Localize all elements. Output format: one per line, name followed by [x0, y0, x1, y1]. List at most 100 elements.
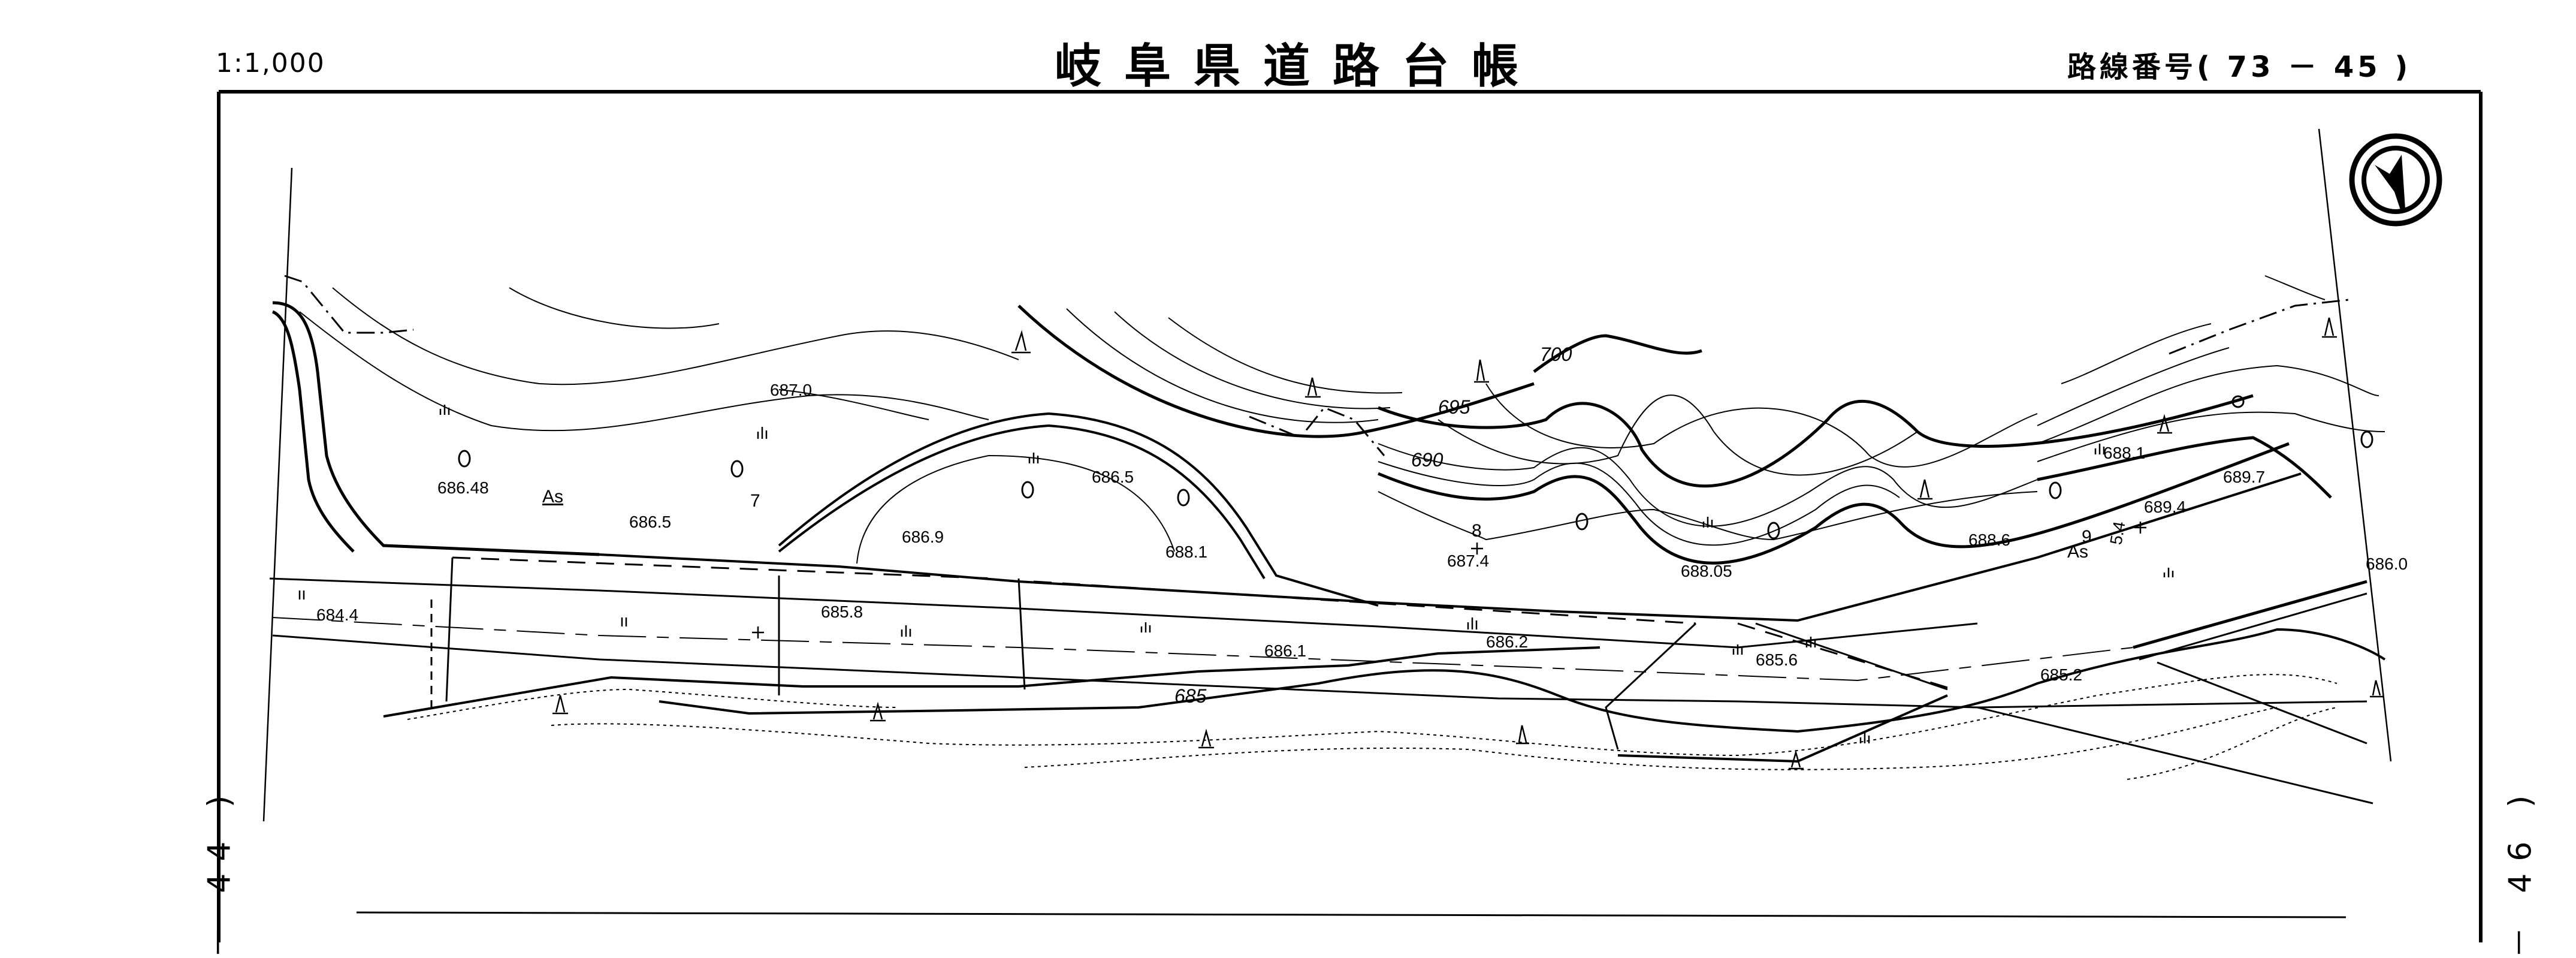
- utility-pole-icon: [730, 460, 744, 478]
- field-icon: [1702, 517, 1713, 528]
- utility-poles: [458, 395, 2373, 540]
- contour: [1066, 308, 1379, 423]
- contour-index-685: [659, 628, 2386, 733]
- contour-dotted: [551, 674, 2338, 757]
- station-cross-icon: [2134, 522, 2146, 534]
- contour: [332, 287, 1019, 385]
- contour: [299, 311, 989, 432]
- map-frame: [217, 90, 2483, 942]
- embankment: [383, 646, 1600, 718]
- field-icon: [1028, 453, 1039, 463]
- contour: [1168, 317, 1403, 394]
- spot-elevation: 686.48: [437, 478, 489, 497]
- spot-elevation: 685.8: [821, 602, 863, 621]
- spot-elevation: 686.5: [1092, 468, 1134, 486]
- conifer-icon: [2370, 680, 2384, 698]
- conifer-icon: [1198, 728, 1214, 749]
- paddy-blocks: [430, 556, 1954, 750]
- utility-pole-icon: [2049, 481, 2062, 499]
- sheet-boundary-left: [262, 167, 293, 822]
- route-number-value: ( 73 － 45 ): [2197, 50, 2412, 84]
- paddy-wall: [1017, 578, 1026, 690]
- boundary-line: [1249, 406, 1385, 456]
- spot-elevation: 687.0: [770, 381, 812, 399]
- contour-label-695: 695: [1438, 396, 1470, 418]
- contour-index-700: [1533, 334, 1702, 373]
- contour-dotted: [1024, 707, 2278, 770]
- station-crosses: [752, 522, 2146, 638]
- spot-elevation: 685.6: [1756, 650, 1798, 669]
- branch-road: [2157, 661, 2367, 745]
- page-title: 岐阜県道路台帳: [1055, 40, 1542, 94]
- road-edge-right: [2139, 592, 2367, 661]
- utility-pole-icon: [1021, 481, 1034, 499]
- conifer-icon: [1305, 377, 1321, 398]
- boundary-line: [2169, 299, 2349, 355]
- spot-elevation: 686.1: [1264, 641, 1306, 660]
- contour: [2037, 411, 2385, 462]
- paddy-wall: [445, 557, 454, 702]
- paddy-boundary: [1033, 580, 1696, 625]
- contour-dotted: [407, 688, 899, 720]
- spot-elevation: 688.05: [1681, 562, 1732, 580]
- utility-pole-icon: [2360, 430, 2373, 448]
- contour-index-695: [1378, 394, 2254, 488]
- contour: [1378, 461, 1900, 546]
- spot-elevation: 686.0: [2366, 555, 2408, 573]
- contour: [778, 389, 929, 420]
- field-icon: [2094, 444, 2105, 454]
- contour-label-700: 700: [1540, 344, 1572, 365]
- sheet-boundary-right: [2318, 128, 2392, 762]
- contour-index: [2037, 436, 2332, 499]
- spot-elevation: 687.4: [1447, 552, 1489, 570]
- route-number-label: 路線番号: [2067, 50, 2197, 84]
- utility-pole-icon: [2231, 395, 2245, 408]
- contour: [1378, 443, 2038, 527]
- field-icon: [439, 405, 450, 415]
- boundary-lines: [284, 275, 2349, 456]
- conifer-symbols: [552, 317, 2384, 770]
- conifer-icon: [2322, 317, 2337, 338]
- road-edge-inner: [269, 577, 1978, 649]
- spot-elevation: 689.7: [2223, 468, 2265, 486]
- road-edge-north: [599, 472, 2302, 622]
- field-icon: [1859, 733, 1870, 743]
- spot-elevation: 688.6: [1968, 531, 2010, 549]
- curve-road-outer: [778, 412, 1379, 607]
- conifer-icon: [870, 701, 886, 722]
- spot-elevation: 685.2: [2040, 665, 2082, 684]
- spot-elevation: 686.2: [1486, 632, 1528, 651]
- road-width-label: 5.4: [2106, 520, 2128, 546]
- conifer-icon: [552, 695, 568, 715]
- utility-pole-icon: [1177, 489, 1190, 507]
- utility-pole-icon: [1767, 522, 1780, 540]
- spot-elevation: 689.4: [2144, 498, 2186, 516]
- utility-pole-icon: [458, 450, 471, 468]
- spot-elevation: 688.1: [2103, 444, 2145, 462]
- conifer-icon: [1474, 359, 1489, 383]
- spot-elevation: 684.4: [316, 605, 358, 624]
- boundary-line: [284, 275, 414, 334]
- field-icon: [1732, 644, 1743, 655]
- conifer-icon: [1011, 330, 1031, 354]
- field-icon: [1140, 622, 1151, 632]
- contour: [1438, 394, 1918, 476]
- contour: [2037, 347, 2230, 426]
- branch-road-lower: [1977, 706, 2373, 805]
- contour: [1114, 311, 1391, 409]
- conifer-icon: [1917, 479, 1932, 500]
- paddy-symbols: [298, 591, 627, 626]
- paddy-icon: [621, 617, 627, 626]
- contour-label-690: 690: [1411, 449, 1443, 471]
- pavement-label-as: As: [542, 487, 563, 507]
- contour-lines: [299, 275, 2385, 565]
- frame-inner-bottom: [356, 911, 2347, 918]
- paddy-wall: [1755, 622, 1948, 691]
- station-cross-icon: [1471, 543, 1483, 555]
- conifer-icon: [1789, 749, 1804, 770]
- contour: [2264, 275, 2326, 300]
- road-edge-north-right: [2133, 580, 2367, 649]
- station-label-8: 8: [1472, 521, 1482, 541]
- contour: [1378, 491, 2038, 541]
